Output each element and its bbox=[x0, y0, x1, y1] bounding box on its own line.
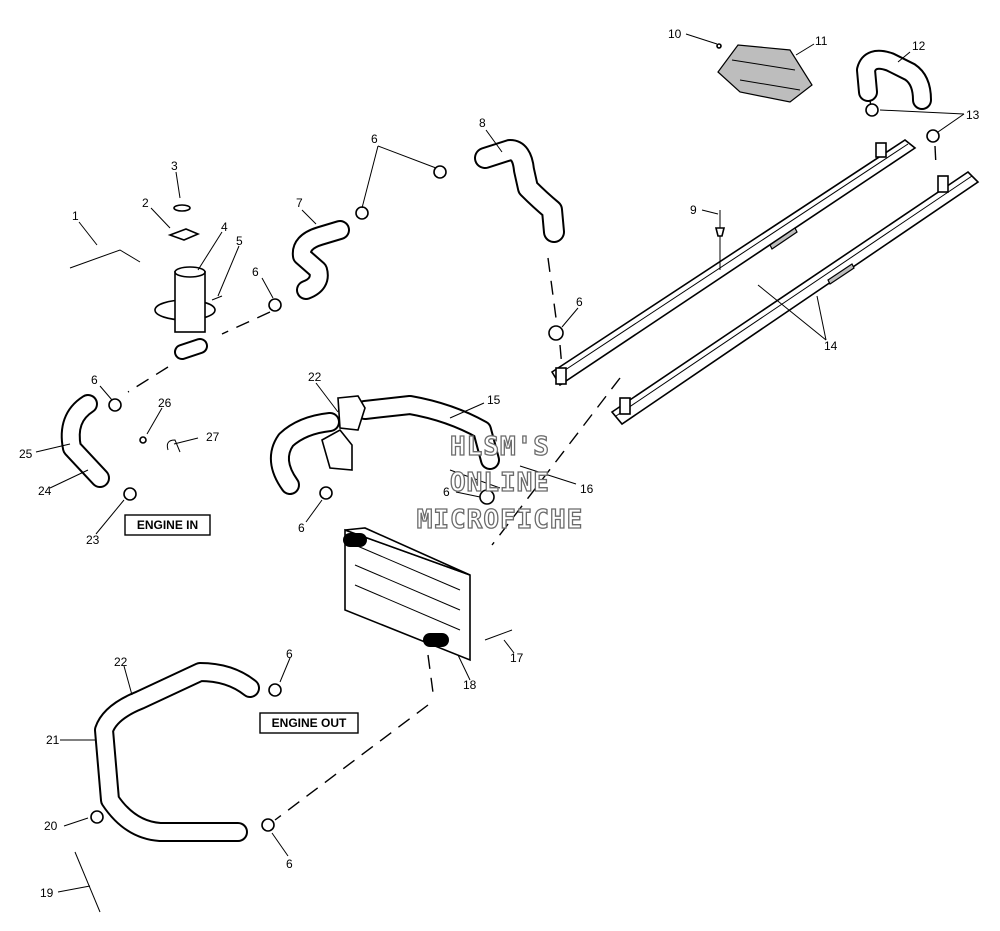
routing-dashed-lines bbox=[127, 99, 937, 821]
elbow-hose-12 bbox=[856, 49, 932, 110]
callout-5: 5 bbox=[236, 234, 243, 248]
clamp-6 bbox=[268, 298, 282, 312]
s-hose-8 bbox=[474, 139, 565, 243]
callout-1: 1 bbox=[72, 209, 79, 223]
callout-16: 16 bbox=[580, 482, 594, 496]
clamp-6 bbox=[108, 398, 122, 412]
heat-exchanger-rail-lower bbox=[610, 170, 980, 426]
clamp-23 bbox=[123, 487, 137, 501]
callout-2: 2 bbox=[142, 196, 149, 210]
callout-6: 6 bbox=[298, 521, 305, 535]
outlet-hose-21 bbox=[94, 662, 260, 842]
callout-20: 20 bbox=[44, 819, 58, 833]
breather-tube-1 bbox=[69, 249, 141, 269]
s-hose-7 bbox=[291, 220, 350, 300]
callout-6: 6 bbox=[576, 295, 583, 309]
rail-end-cover bbox=[717, 44, 813, 103]
thermostat-hose-assembly bbox=[270, 395, 500, 495]
engine-out-label: ENGINE OUT bbox=[259, 712, 359, 734]
callout-6: 6 bbox=[91, 373, 98, 387]
rail-fitting-lower-end bbox=[937, 175, 949, 193]
clamp-27 bbox=[166, 439, 181, 453]
callout-14: 14 bbox=[824, 339, 838, 353]
inlet-hose-24 bbox=[60, 394, 110, 488]
clamps bbox=[90, 103, 940, 832]
callout-9: 9 bbox=[690, 203, 697, 217]
cap-gasket bbox=[173, 204, 191, 212]
clamp-6 bbox=[433, 165, 447, 179]
watermark-line-1: HLSM'S bbox=[450, 432, 550, 462]
callout-12: 12 bbox=[912, 39, 926, 53]
elbow-16 bbox=[449, 469, 501, 489]
callout-6: 6 bbox=[371, 132, 378, 146]
engine-out-text: ENGINE OUT bbox=[272, 716, 347, 730]
callout-22: 22 bbox=[308, 370, 322, 384]
callout-17: 17 bbox=[510, 651, 524, 665]
callout-24: 24 bbox=[38, 484, 52, 498]
callout-15: 15 bbox=[487, 393, 501, 407]
callout-18: 18 bbox=[463, 678, 477, 692]
callout-6: 6 bbox=[443, 485, 450, 499]
callout-numbers: 1 2 3 4 5 6 6 6 6 6 6 6 6 7 8 9 10 11 12… bbox=[19, 27, 980, 900]
clamp-13 bbox=[865, 103, 879, 117]
bolt-9 bbox=[714, 210, 726, 270]
callout-13: 13 bbox=[966, 108, 980, 122]
clamp-6 bbox=[355, 206, 369, 220]
engine-in-text: ENGINE IN bbox=[137, 518, 198, 532]
watermark-line-3: MICROFICHE bbox=[417, 505, 584, 535]
rail-fitting-upper-end bbox=[875, 142, 887, 158]
clamp-20 bbox=[90, 810, 104, 824]
heat-exchanger-18 bbox=[343, 527, 471, 662]
leader-lines bbox=[35, 33, 965, 893]
reservoir-cap bbox=[167, 228, 201, 241]
callout-11: 11 bbox=[815, 34, 828, 48]
clamp-13 bbox=[926, 129, 940, 143]
clamp-6 bbox=[319, 486, 333, 500]
watermark-line-2: ONLINE bbox=[450, 468, 550, 498]
washer-26 bbox=[139, 436, 147, 444]
clamp-6 bbox=[268, 683, 282, 697]
callout-26: 26 bbox=[158, 396, 172, 410]
callout-21: 21 bbox=[46, 733, 60, 747]
callout-22: 22 bbox=[114, 655, 128, 669]
callout-19: 19 bbox=[40, 886, 54, 900]
rail-fitting-lower-start bbox=[619, 397, 631, 415]
clamp-6 bbox=[548, 325, 564, 341]
clamp-6 bbox=[261, 818, 275, 832]
callout-10: 10 bbox=[668, 27, 682, 41]
rail-fitting-upper-start bbox=[555, 367, 567, 385]
watermark: HLSM'S ONLINE MICROFICHE bbox=[416, 431, 584, 535]
callout-6: 6 bbox=[286, 647, 293, 661]
small-screw-10 bbox=[716, 43, 722, 49]
rivet-17 bbox=[484, 629, 513, 641]
callout-4: 4 bbox=[221, 220, 228, 234]
coolant-reservoir bbox=[154, 266, 223, 360]
callout-7: 7 bbox=[296, 196, 303, 210]
callout-27: 27 bbox=[206, 430, 220, 444]
engine-in-label: ENGINE IN bbox=[124, 514, 211, 536]
callout-3: 3 bbox=[171, 159, 178, 173]
callout-6: 6 bbox=[252, 265, 259, 279]
tie-strap-19 bbox=[74, 851, 101, 913]
callout-23: 23 bbox=[86, 533, 100, 547]
callout-25: 25 bbox=[19, 447, 33, 461]
callout-8: 8 bbox=[479, 116, 486, 130]
heat-exchanger-rail-upper bbox=[550, 139, 917, 387]
callout-6: 6 bbox=[286, 857, 293, 871]
